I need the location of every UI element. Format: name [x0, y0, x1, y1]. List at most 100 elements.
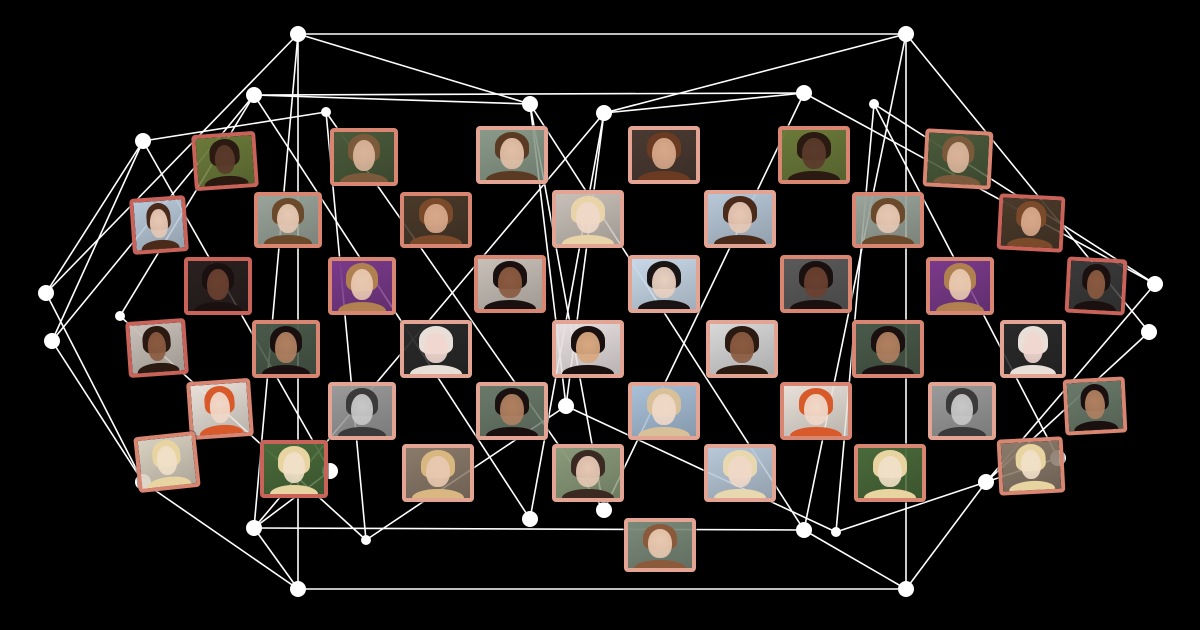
connection-line	[253, 527, 299, 590]
connection-line	[297, 33, 531, 105]
photo-face	[876, 203, 900, 234]
photo-background	[137, 435, 197, 494]
network-node	[115, 311, 125, 321]
profile-photo	[780, 382, 852, 440]
photo-shoulders	[562, 235, 614, 244]
connection-line	[905, 481, 987, 590]
profile-photo	[996, 436, 1066, 496]
profile-photo	[852, 192, 924, 248]
photo-background	[708, 194, 772, 244]
photo-face	[1022, 332, 1044, 363]
photo-face	[648, 529, 672, 558]
photo-shoulders	[262, 365, 310, 374]
photo-face	[351, 394, 373, 425]
profile-photo	[1064, 256, 1128, 316]
network-node	[522, 511, 538, 527]
network-node	[898, 26, 914, 42]
photo-shoulders	[338, 302, 386, 311]
photo-shoulders	[714, 235, 766, 244]
profile-photo	[328, 382, 396, 440]
photo-background	[858, 448, 922, 498]
photo-background	[556, 448, 620, 498]
photo-shoulders	[1073, 300, 1116, 316]
profile-photo	[928, 382, 996, 440]
photo-face	[424, 203, 448, 234]
photo-background	[1068, 260, 1124, 316]
photo-background	[632, 259, 696, 309]
photo-face	[652, 267, 676, 298]
photo-background	[332, 386, 392, 436]
photo-background	[930, 261, 990, 311]
photo-face	[500, 394, 524, 425]
photo-background	[264, 444, 324, 494]
photo-face	[878, 456, 902, 487]
connection-line	[603, 33, 907, 114]
photo-background	[1000, 197, 1062, 253]
network-node	[978, 474, 994, 490]
profile-photo	[552, 320, 624, 378]
photo-background	[129, 322, 185, 379]
profile-photo	[191, 130, 259, 192]
profile-photo	[474, 255, 546, 313]
photo-background	[195, 135, 255, 192]
photo-shoulders	[410, 235, 462, 244]
photo-shoulders	[562, 489, 614, 498]
photo-background	[133, 199, 185, 255]
profile-photo	[260, 440, 328, 498]
photo-shoulders	[788, 171, 840, 180]
photo-background	[926, 132, 990, 190]
photo-face	[275, 332, 297, 363]
photo-background	[1000, 440, 1062, 496]
photo-face	[424, 332, 448, 363]
photo-face	[951, 394, 973, 425]
network-node	[44, 333, 60, 349]
photo-face	[728, 202, 752, 233]
connection-line	[803, 529, 907, 590]
connection-line	[142, 111, 327, 142]
photo-background	[932, 386, 992, 436]
photo-background	[406, 448, 470, 498]
photo-shoulders	[638, 171, 690, 180]
photo-face	[804, 394, 828, 425]
network-node	[796, 522, 812, 538]
photo-background	[708, 448, 772, 498]
photo-shoulders	[270, 485, 318, 494]
profile-photo	[252, 320, 320, 378]
photo-face	[876, 332, 900, 363]
network-node	[596, 502, 612, 518]
profile-photo	[778, 126, 850, 184]
photo-shoulders	[486, 427, 538, 436]
connection-line	[253, 92, 805, 96]
photo-face	[500, 138, 524, 169]
profile-photo	[628, 382, 700, 440]
photo-background	[556, 194, 620, 244]
photo-background	[1066, 380, 1124, 436]
profile-photo	[1062, 376, 1128, 436]
profile-photo	[186, 377, 254, 441]
connection-line	[603, 92, 805, 114]
profile-photo	[133, 430, 201, 494]
profile-photo	[1000, 320, 1066, 378]
network-node	[135, 133, 151, 149]
connection-line	[45, 140, 144, 294]
photo-face	[946, 141, 970, 174]
photo-background	[256, 324, 316, 374]
photo-background	[782, 130, 846, 180]
photo-shoulders	[936, 302, 984, 311]
network-node	[796, 85, 812, 101]
profile-photo	[628, 126, 700, 184]
photo-face	[576, 456, 600, 487]
connection-line	[253, 94, 531, 105]
photo-face	[498, 267, 522, 298]
photo-background	[190, 382, 250, 441]
photo-shoulders	[634, 559, 686, 568]
profile-photo	[476, 382, 548, 440]
photo-background	[480, 386, 544, 436]
photo-face	[576, 202, 600, 233]
network-node	[361, 535, 371, 545]
connection-line	[253, 527, 805, 531]
connection-line	[45, 292, 144, 483]
profile-photo	[852, 320, 924, 378]
